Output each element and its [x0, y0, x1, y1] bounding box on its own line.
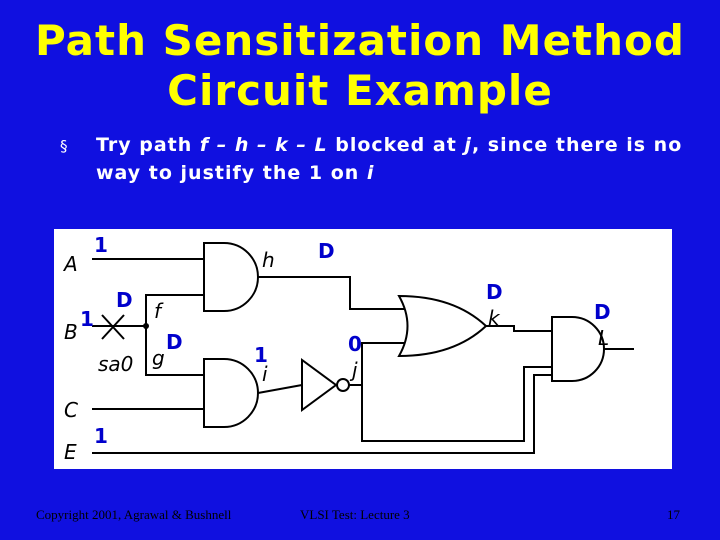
bullet-signal-j: j — [464, 134, 472, 156]
footer-copyright: Copyright 2001, Agrawal & Bushnell — [36, 507, 232, 522]
inverter-bubble — [336, 378, 350, 392]
value-l: D — [594, 300, 611, 324]
value-f: D — [116, 288, 133, 312]
label-f: f — [154, 299, 164, 323]
bullet-part: , since there is no way to justify the 1… — [96, 134, 683, 184]
and-gate-h — [203, 242, 259, 312]
or-gate-k — [397, 294, 488, 358]
label-h: h — [262, 248, 275, 272]
circuit-diagram: A B C E f g h i j k L sa0 1 1 1 D D D 1 … — [54, 229, 672, 469]
footer-page-number: 17 — [667, 507, 680, 522]
wire-j-l — [361, 366, 552, 442]
slide-title: Path Sensitization Method Circuit Exampl… — [0, 16, 720, 116]
value-a: 1 — [94, 233, 108, 257]
value-h: D — [318, 239, 335, 263]
value-j: 0 — [348, 332, 362, 356]
footer-course: VLSI Test: Lecture 3 — [300, 507, 410, 522]
bullet-marker: § — [60, 137, 68, 155]
fanout-dot — [143, 323, 149, 329]
bullet-text: Try path f – h – k – L blocked at j, sin… — [96, 131, 706, 187]
wire-h — [258, 276, 405, 310]
title-line-1: Path Sensitization Method — [35, 16, 685, 65]
wire-g — [145, 326, 204, 376]
inverter-j — [301, 358, 338, 412]
label-a: A — [62, 252, 78, 276]
and-gate-l — [551, 316, 605, 382]
label-c: C — [64, 398, 78, 422]
fault-cross — [101, 314, 125, 340]
wire-j-or — [349, 342, 405, 386]
value-i: 1 — [254, 343, 268, 367]
label-e: E — [64, 440, 77, 464]
label-g: g — [152, 346, 165, 370]
value-k: D — [486, 280, 503, 304]
title-line-2: Circuit Example — [167, 66, 553, 115]
wire-i — [257, 384, 303, 394]
label-i: i — [262, 362, 268, 386]
bullet-part: Try path — [96, 134, 200, 156]
value-g: D — [166, 330, 183, 354]
bullet-part: blocked at — [327, 134, 465, 156]
label-j: j — [349, 358, 358, 382]
bullet-path: f – h – k – L — [199, 134, 328, 156]
bullet-signal-i: i — [366, 162, 375, 184]
label-fault: sa0 — [98, 352, 133, 376]
label-k: k — [488, 306, 501, 330]
label-l: L — [598, 326, 609, 350]
circuit-svg: A B C E f g h i j k L sa0 1 1 1 D D D 1 … — [62, 233, 634, 464]
wire-f — [145, 294, 204, 326]
wire-e — [92, 374, 552, 454]
wire-k — [486, 325, 552, 332]
and-gate-i — [203, 358, 259, 428]
value-b: 1 — [80, 307, 94, 331]
label-b: B — [64, 320, 78, 344]
value-e: 1 — [94, 424, 108, 448]
